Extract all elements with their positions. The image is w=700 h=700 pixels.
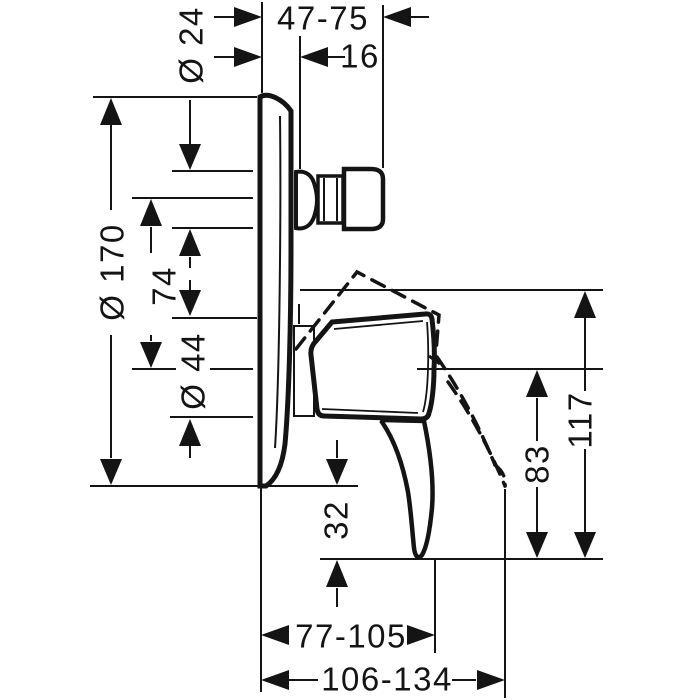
dim-label-handle-height: 117 xyxy=(561,391,599,449)
handle-lever xyxy=(379,417,435,560)
dim-label-plate-to-lever-tip: 32 xyxy=(317,500,355,540)
escutcheon-plate xyxy=(257,92,294,489)
extension-lines xyxy=(90,2,603,698)
dimension-lines xyxy=(110,16,586,681)
dim-label-wall-to-lever-closed: 77-105 xyxy=(295,617,407,655)
dim-label-knob-diameter: Ø 24 xyxy=(172,6,210,84)
dim-label-sleeve-diameter: Ø 44 xyxy=(174,332,212,410)
dim-label-axis-to-lever-tip: 83 xyxy=(518,444,556,484)
diverter-knob xyxy=(294,166,386,232)
handle-head xyxy=(308,311,441,422)
pivot-notch xyxy=(428,354,441,366)
arrowheads xyxy=(100,7,596,690)
dim-label-plate-diameter: Ø 170 xyxy=(93,223,131,321)
dim-label-plate-to-knob: 16 xyxy=(340,37,380,75)
dim-label-wall-to-lever-open: 106-134 xyxy=(321,660,453,698)
dim-label-knob-to-handle-axis: 74 xyxy=(145,266,183,306)
dim-label-wall-to-knob-tip: 47-75 xyxy=(277,0,369,37)
